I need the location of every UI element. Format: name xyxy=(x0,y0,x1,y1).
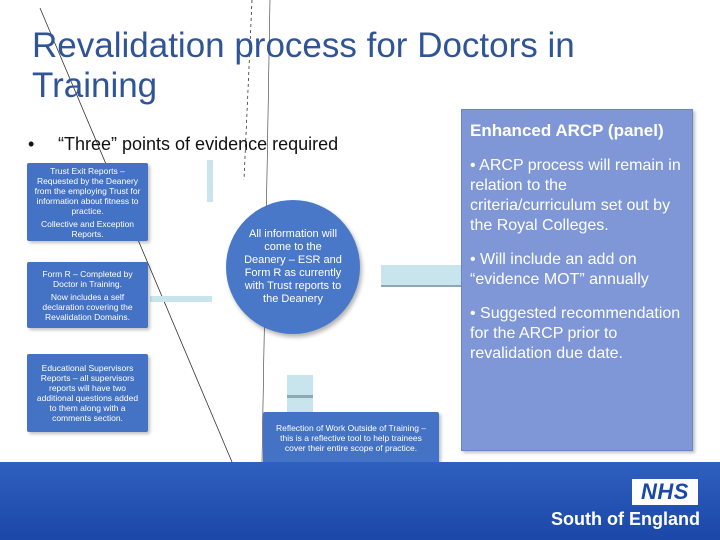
form-r-text: Form R – Completed by Doctor in Training… xyxy=(42,268,133,289)
trust-exit-text: Trust Exit Reports – Requested by the De… xyxy=(34,165,141,216)
trust-exit-subtext: Collective and Exception Reports. xyxy=(40,218,135,239)
enhanced-arcp-panel: Enhanced ARCP (panel) • ARCP process wil… xyxy=(461,109,693,451)
reflection-box: Reflection of Work Outside of Training –… xyxy=(263,412,439,464)
slide-title: Revalidation process for Doctors in Trai… xyxy=(32,26,575,105)
form-r-box: Form R – Completed by Doctor in Training… xyxy=(27,262,148,328)
panel-item: • Will include an add on “evidence MOT” … xyxy=(470,251,649,288)
trust-exit-reports-box: Trust Exit Reports – Requested by the De… xyxy=(27,163,148,241)
panel-title: Enhanced ARCP (panel) xyxy=(470,121,664,140)
connector-left xyxy=(150,296,212,302)
deanery-hub-circle: All information will come to the Deanery… xyxy=(226,200,360,334)
region-label: South of England xyxy=(551,509,700,529)
panel-item: • ARCP process will remain in relation t… xyxy=(470,157,681,234)
hub-text: All information will come to the Deanery… xyxy=(244,228,342,305)
bullet-marker: • xyxy=(28,134,35,154)
arrow-connector xyxy=(381,265,461,287)
connector-top xyxy=(207,160,213,202)
bullet-text: “Three” points of evidence required xyxy=(58,134,339,154)
educational-supervisors-box: Educational Supervisors Reports – all su… xyxy=(27,354,148,432)
nhs-logo: NHS xyxy=(632,479,698,505)
panel-item: • Suggested recommendation for the ARCP … xyxy=(470,305,681,362)
form-r-subtext: Now includes a self declaration covering… xyxy=(42,291,133,322)
connector-down xyxy=(287,375,313,415)
reflection-text: Reflection of Work Outside of Training –… xyxy=(275,423,427,453)
footer-band: NHS South of England xyxy=(0,462,720,540)
evidence-bullet: • “Three” points of evidence required xyxy=(28,133,448,155)
ed-supervisors-text: Educational Supervisors Reports – all su… xyxy=(36,363,139,423)
